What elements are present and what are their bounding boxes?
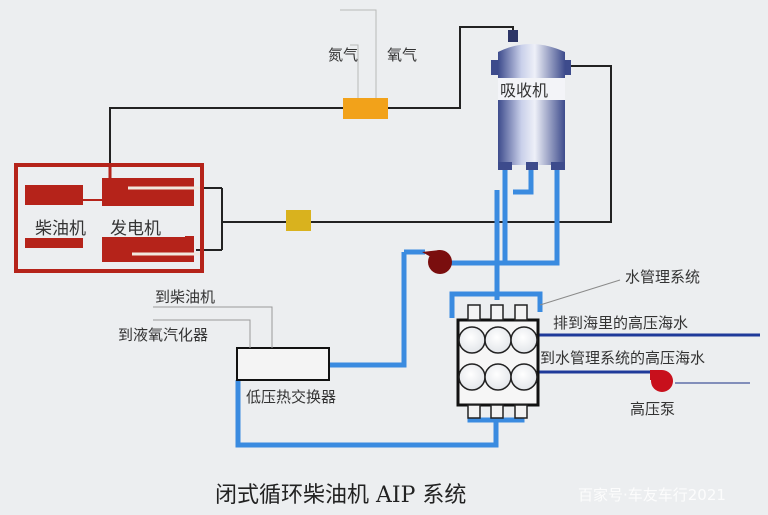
watermark: 百家号·车友车行2021 [578,486,726,504]
absorber-leg-mid [526,162,538,170]
absorber-left-lug [491,60,499,75]
to-diesel-line [153,306,273,348]
heat-exchanger-label: 低压热交换器 [246,388,336,406]
mixing-valve-orange [343,98,388,119]
absorber-drain-mid [513,170,534,195]
generator-manifold-branches [196,187,222,251]
cylinder-heads [458,326,538,391]
oxygen-label-text: 氧气 [387,46,417,64]
cylinder-top-3 [514,304,528,321]
absorber-leg-right [551,162,565,170]
exchanger-return-pipe [235,380,499,448]
cylinder-6 [510,363,538,391]
low-pressure-pump [422,250,452,274]
discharge-seawater-label: 排到海里的高压海水 [553,314,688,332]
diagram-title: 闭式循环柴油机 AIP 系统 [215,483,466,508]
nitrogen-label: 氮气 [328,46,358,64]
absorber-tank: 吸收机 [491,30,571,170]
cylinder-4 [458,363,486,391]
cylinder-top-2 [490,304,504,321]
pump-cylinder-block [456,304,540,419]
absorber-label: 吸收机 [500,81,548,100]
high-pressure-pump [650,370,673,392]
generator-label: 发电机 [110,219,161,239]
engine-to-valve-line [109,107,345,165]
diesel-engine-block-top [25,185,83,205]
absorber-body [498,44,565,165]
diesel-engine-label: 柴油机 [35,219,86,239]
regulating-valve-yellow [286,210,311,231]
nitrogen-feed-line [350,44,359,98]
cylinder-bottom-3 [514,404,528,419]
absorber-drain-right [497,170,560,266]
oxygen-label: 氧气 [387,46,417,64]
absorber-label-band [498,78,565,100]
lp-pump-volute [422,250,440,262]
water-mgmt-seawater-label: 到水管理系统的高压海水 [540,349,705,367]
cylinder-tops [467,304,528,419]
absorber-right-lug [563,60,571,75]
to-lox-vaporizer-line [153,319,251,348]
absorber-inlet-nozzle [508,30,518,42]
diesel-engine-block-bottom [25,238,83,248]
to-lox-vaporizer-label: 到液氧汽化器 [118,326,208,344]
gas-feed-lines [340,9,377,98]
exchanger-outlet-lines [153,306,273,348]
cylinder-bottom-1 [467,404,481,419]
cylinder-top-1 [467,304,481,321]
generator-cooling-channels [128,186,200,256]
cylinder-bottom-2 [490,404,504,419]
hp-pump-volute [650,370,662,380]
cylinder-5 [484,363,512,391]
generator-block-top [102,178,194,206]
heat-exchanger [236,347,330,381]
hp-pump-label: 高压泵 [630,400,675,418]
cylinder-2 [484,326,512,354]
nitrogen-label-text: 氮气 [328,46,358,64]
absorber-return-line [310,65,612,223]
label-band [30,215,185,237]
high-pressure-seawater-lines [538,333,760,374]
oxygen-feed-line [340,9,377,98]
generator-block-bottom [102,236,194,262]
lp-pump-to-exchanger [330,252,407,368]
water-mgmt-loop [449,291,543,318]
water-mgmt-leader-line [539,279,621,306]
absorber-leg-left [498,162,512,170]
cylinder-1 [458,326,486,354]
water-mgmt-label: 水管理系统 [625,268,700,286]
to-diesel-label: 到柴油机 [155,288,215,306]
cylinder-3 [510,326,538,354]
engine-generator-assembly: 柴油机 发电机 [14,163,204,273]
